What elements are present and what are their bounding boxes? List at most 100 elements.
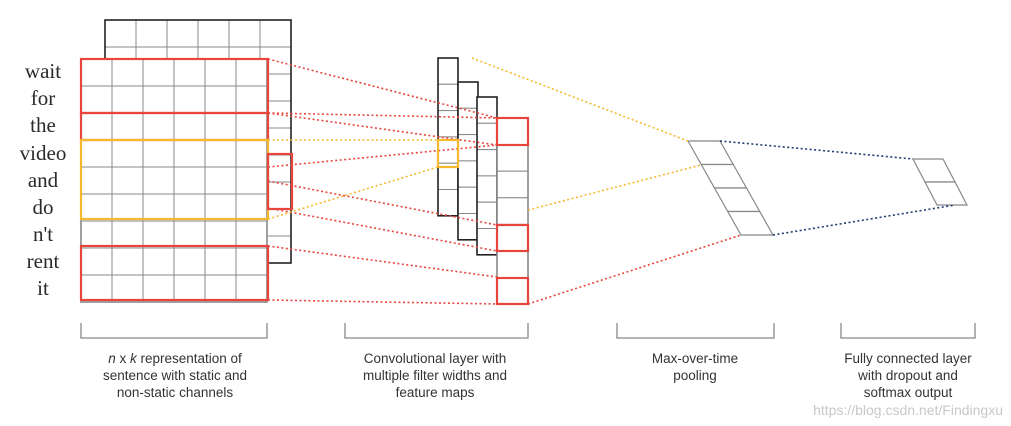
nonstatic-matrix-cell <box>111 274 144 303</box>
pooling-cell <box>686 140 735 166</box>
nonstatic-matrix-cell <box>142 247 175 276</box>
nonstatic-matrix-cell <box>142 274 175 303</box>
nonstatic-matrix-cell <box>111 220 144 249</box>
nonstatic-matrix-cell <box>111 193 144 222</box>
connection-lines <box>267 57 956 305</box>
nonstatic-matrix-cell <box>204 166 237 195</box>
word-token: the <box>30 113 56 137</box>
nonstatic-matrix-cell <box>204 139 237 168</box>
nonstatic-matrix-cell <box>204 58 237 87</box>
nonstatic-matrix-cell <box>142 112 175 141</box>
output-cell <box>924 181 968 206</box>
nonstatic-matrix-cell <box>204 193 237 222</box>
feature-map-c-cell <box>476 175 498 203</box>
bracket-convolution <box>344 323 529 339</box>
nonstatic-matrix-cell <box>111 112 144 141</box>
nonstatic-matrix-cell <box>80 112 113 141</box>
nonstatic-matrix-cell <box>80 85 113 114</box>
word-token: do <box>32 195 54 219</box>
nonstatic-matrix-cell <box>80 274 113 303</box>
nonstatic-matrix-cell <box>142 85 175 114</box>
fully-connected-output <box>912 158 968 206</box>
nonstatic-matrix-cell <box>235 58 268 87</box>
static-matrix-cell <box>104 19 137 48</box>
nonstatic-matrix-cell <box>173 166 206 195</box>
red-connector <box>267 58 498 119</box>
feature-map-b-cell <box>457 160 479 188</box>
feature-map-a-cell <box>437 110 459 138</box>
nonstatic-matrix-cell <box>173 112 206 141</box>
nonstatic-matrix-cell <box>80 139 113 168</box>
feature-map-d-cell <box>496 117 529 146</box>
nonstatic-matrix-cell <box>173 247 206 276</box>
feature-map-d-cell <box>496 197 529 225</box>
nonstatic-matrix-cell <box>204 220 237 249</box>
nonstatic-matrix-cell <box>235 247 268 276</box>
static-matrix-cell <box>228 19 261 48</box>
static-matrix-cell <box>197 19 230 48</box>
feature-map-d-cell <box>496 250 529 279</box>
red-connector <box>527 234 742 305</box>
static-matrix-cell <box>166 19 199 48</box>
red-connector <box>267 207 498 252</box>
filter-highlights <box>79 57 530 306</box>
nonstatic-matrix-cell <box>111 85 144 114</box>
nonstatic-matrix-cell <box>80 166 113 195</box>
nonstatic-matrix-cell <box>80 58 113 87</box>
nonstatic-matrix-cell <box>173 220 206 249</box>
nonstatic-matrix-cell <box>173 274 206 303</box>
pooling-cell <box>726 210 775 236</box>
nonstatic-matrix-cell <box>173 193 206 222</box>
nonstatic-matrix-cell <box>204 247 237 276</box>
orange-connector <box>527 164 702 211</box>
nonstatic-matrix-cell <box>80 220 113 249</box>
pooling-cell <box>713 187 761 213</box>
watermark-text: https://blog.csdn.net/Findingxu <box>813 402 1003 418</box>
nonstatic-matrix-cell <box>204 85 237 114</box>
nonstatic-matrix-cell <box>142 193 175 222</box>
word-token: wait <box>24 59 62 83</box>
nonstatic-matrix-cell <box>173 58 206 87</box>
red-featuremap-box <box>495 223 530 253</box>
nonstatic-matrix-cell <box>204 112 237 141</box>
red-featuremap-box <box>495 276 530 306</box>
red-connector <box>267 112 498 119</box>
nonstatic-matrix-cell <box>111 247 144 276</box>
word-token: it <box>37 276 49 300</box>
nonstatic-matrix-cell <box>80 193 113 222</box>
max-pooling-vector <box>686 140 775 236</box>
word-token: and <box>27 168 59 192</box>
static-matrix-cell <box>259 19 292 48</box>
red-featuremap-box <box>495 116 530 147</box>
feature-map-d-cell <box>496 277 529 305</box>
bracket-representation <box>80 323 268 339</box>
red-filter-box <box>79 244 270 302</box>
nonstatic-channel-matrix <box>80 58 268 303</box>
section-brackets <box>80 323 976 339</box>
caption-fully-connected: Fully connected layer with dropout and s… <box>844 351 972 400</box>
feature-map-c-cell <box>476 149 498 177</box>
nonstatic-matrix-cell <box>111 58 144 87</box>
nonstatic-matrix-cell <box>204 274 237 303</box>
word-token: for <box>30 86 56 110</box>
output-cell <box>912 158 956 183</box>
feature-map-b-cell <box>457 107 479 136</box>
nonstatic-matrix-cell <box>80 247 113 276</box>
word-token: video <box>19 141 67 165</box>
feature-map-d-cell <box>496 223 529 252</box>
nonstatic-matrix-cell <box>142 58 175 87</box>
word-token: n't <box>32 222 54 246</box>
feature-map-c-cell <box>476 122 498 151</box>
red-connector <box>267 180 498 226</box>
bracket-pooling <box>616 323 775 339</box>
pooling-cell <box>700 163 748 189</box>
feature-map-b-cell <box>457 186 479 214</box>
red-connector <box>267 245 498 278</box>
caption-convolution: Convolutional layer with multiple filter… <box>362 351 508 400</box>
feature-map-b-cell <box>457 213 479 241</box>
nonstatic-matrix-cell <box>235 166 268 195</box>
nonstatic-matrix-cell <box>142 220 175 249</box>
nonstatic-matrix-cell <box>111 166 144 195</box>
nonstatic-matrix-cell <box>111 139 144 168</box>
static-matrix-cell <box>135 19 168 48</box>
